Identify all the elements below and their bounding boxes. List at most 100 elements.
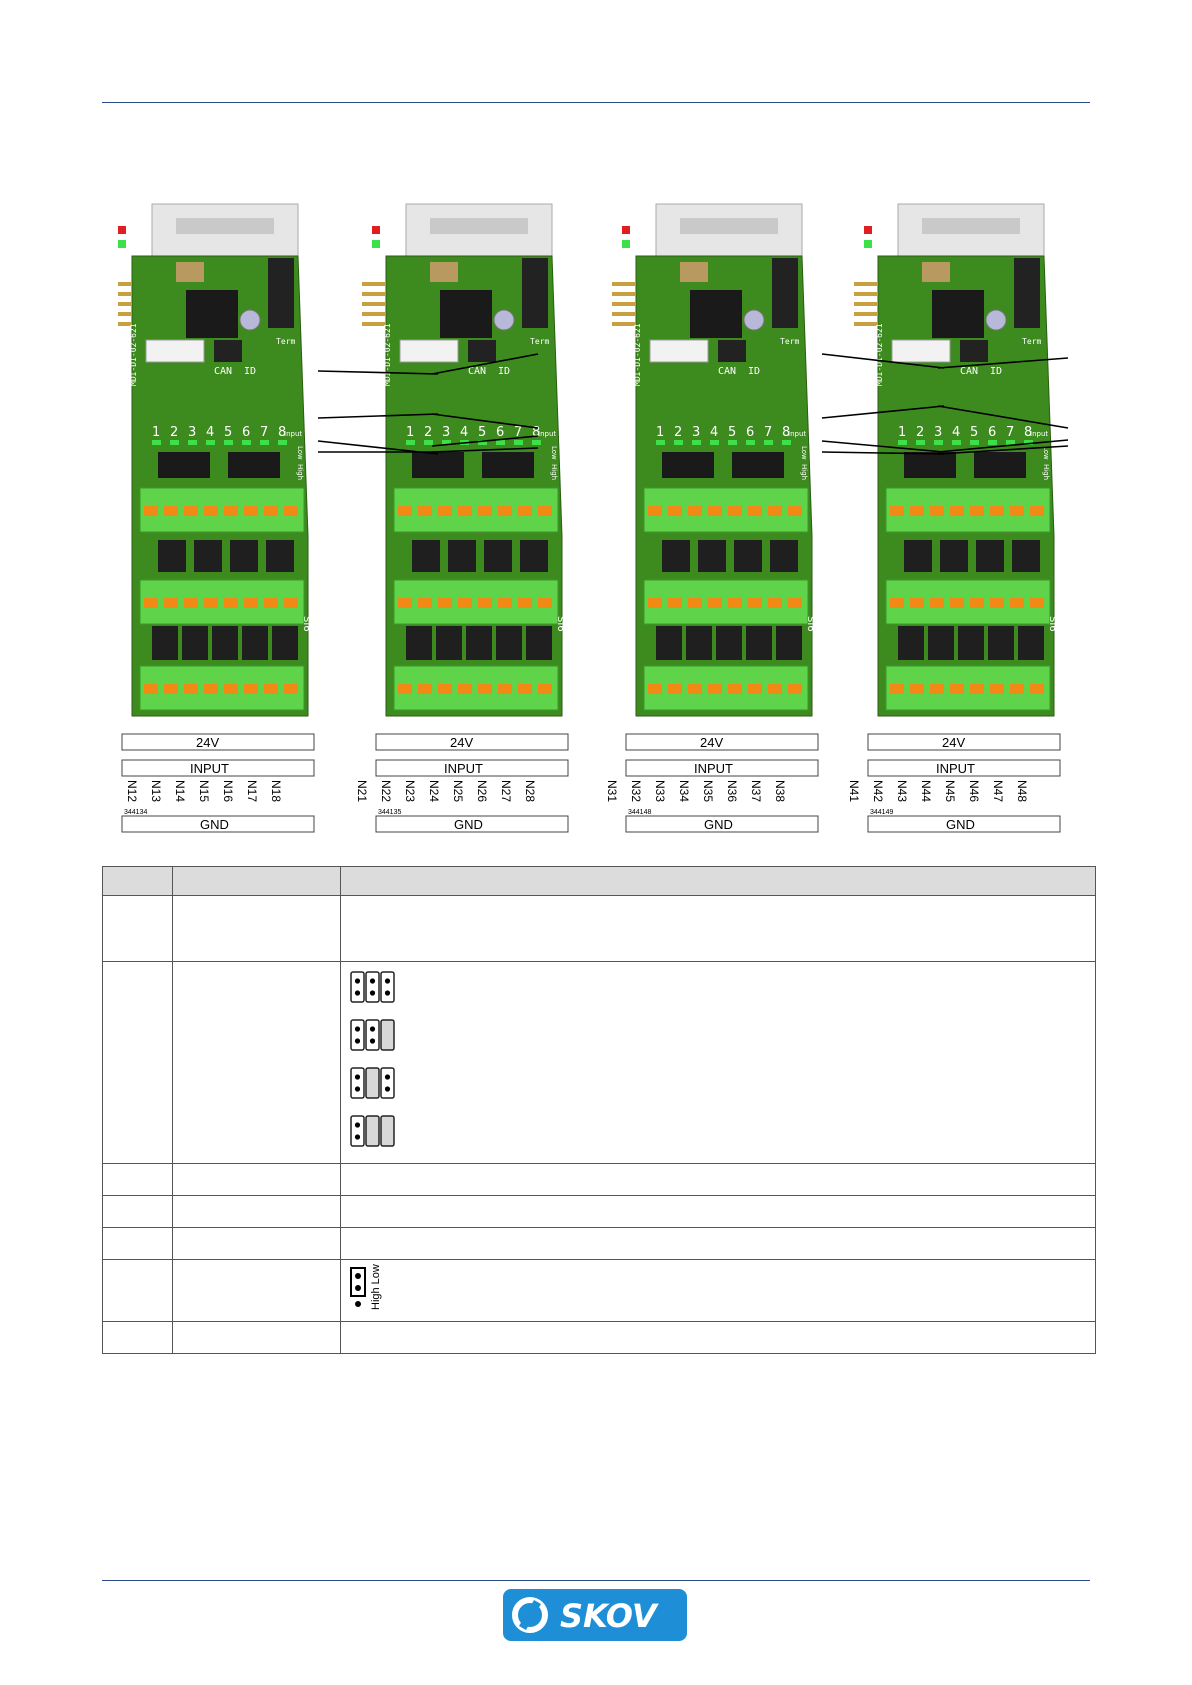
jumper-setting [350, 1115, 395, 1147]
optocoupler-chip [974, 452, 1026, 478]
jumper-setting [350, 1019, 395, 1051]
terminal-lever [748, 598, 762, 608]
terminal-lever [910, 506, 924, 516]
table-cell [102, 1195, 173, 1228]
terminal-lever [284, 506, 298, 516]
input-led [898, 440, 907, 445]
terminal-lever [648, 684, 662, 694]
terminal-lever [668, 684, 682, 694]
pcb-model-label: MDI-DI-02-621 [875, 323, 884, 386]
low-label: Low [550, 446, 558, 460]
callout-line [821, 451, 945, 455]
signal-side-label: SIGNAL [622, 594, 635, 636]
can-label: CAN [468, 366, 486, 377]
input-channel-label: N12 [125, 780, 139, 802]
input-channel-label: N44 [919, 780, 933, 802]
input-channel-label: N13 [149, 780, 163, 802]
power-side-label: +24V [118, 505, 131, 536]
callout-line [431, 353, 539, 375]
jumper-pin [354, 1026, 361, 1032]
pcb-model-label: MDI-DI-02-621 [633, 323, 642, 386]
terminal-lever [768, 506, 782, 516]
terminal-lever [478, 506, 492, 516]
terminal-lever [788, 506, 802, 516]
label-24v: 24V [942, 735, 965, 750]
label-gnd: GND [454, 817, 483, 832]
table-cell [102, 1163, 173, 1196]
label-row-input [625, 759, 819, 777]
led-number-label: 8 [278, 425, 286, 440]
input-led [496, 440, 505, 445]
side-header [1014, 258, 1040, 328]
terminal-lever [648, 598, 662, 608]
terminal-lever [498, 598, 512, 608]
part-number: 344148 [628, 809, 651, 816]
pin [108, 322, 132, 326]
status-led [118, 240, 126, 248]
relay [448, 540, 476, 572]
terminal-lever [910, 684, 924, 694]
callout-line [937, 439, 1069, 453]
jumper-block [350, 1019, 365, 1051]
can-label: CAN [718, 366, 736, 377]
input-channel-label: N42 [871, 780, 885, 802]
relay [466, 626, 492, 660]
terminal-lever [458, 506, 472, 516]
terminal-lever [768, 598, 782, 608]
input-led [692, 440, 701, 445]
label-row-24v [625, 733, 819, 751]
signal-side-label: SIGNAL [118, 594, 131, 636]
terminal-lever [518, 684, 532, 694]
led-number-label: 4 [460, 425, 468, 440]
led-number-label: 2 [424, 425, 432, 440]
input-channel-label: N43 [895, 780, 909, 802]
high-label: High [800, 464, 808, 480]
terminal-lever [184, 506, 198, 516]
terminal-lever [478, 684, 492, 694]
pin [612, 312, 636, 316]
led-number-label: 7 [1006, 425, 1014, 440]
term-label: Term [780, 337, 799, 346]
high-label: High [550, 464, 558, 480]
low-label: Low [296, 446, 304, 460]
led-number-label: 1 [406, 425, 414, 440]
jumper-pin [384, 978, 391, 984]
input-led [278, 440, 287, 445]
table-cell [172, 895, 341, 962]
terminal-lever [890, 684, 904, 694]
input-led [242, 440, 251, 445]
input-led [916, 440, 925, 445]
table-cell [172, 1259, 341, 1322]
logo-mark-icon [512, 1597, 548, 1633]
relay [212, 626, 238, 660]
callout-line [937, 357, 1069, 369]
relay [716, 626, 742, 660]
logo-text: SKOV [560, 1597, 659, 1635]
label-input: INPUT [936, 761, 975, 776]
terminal-lever [748, 506, 762, 516]
led-number-label: 8 [782, 425, 790, 440]
relay [898, 626, 924, 660]
input-channel-label: N15 [197, 780, 211, 802]
led-number-label: 7 [764, 425, 772, 440]
terminal-lever [538, 684, 552, 694]
pin [362, 282, 386, 286]
terminal-lever [990, 506, 1004, 516]
input-led [224, 440, 233, 445]
terminal-lever [398, 598, 412, 608]
input-led [152, 440, 161, 445]
relay [1018, 626, 1044, 660]
input-channel-label: N47 [991, 780, 1005, 802]
pin [612, 322, 636, 326]
jumper-block [365, 1115, 380, 1147]
input-jumper-label: Input [284, 430, 302, 438]
terminal-lever [144, 684, 158, 694]
power-side-label: +24V [622, 505, 635, 536]
table-cell [102, 1321, 173, 1354]
terminal-lever [748, 684, 762, 694]
terminal-lever [788, 684, 802, 694]
pin [854, 322, 878, 326]
table-row [102, 1321, 1096, 1354]
